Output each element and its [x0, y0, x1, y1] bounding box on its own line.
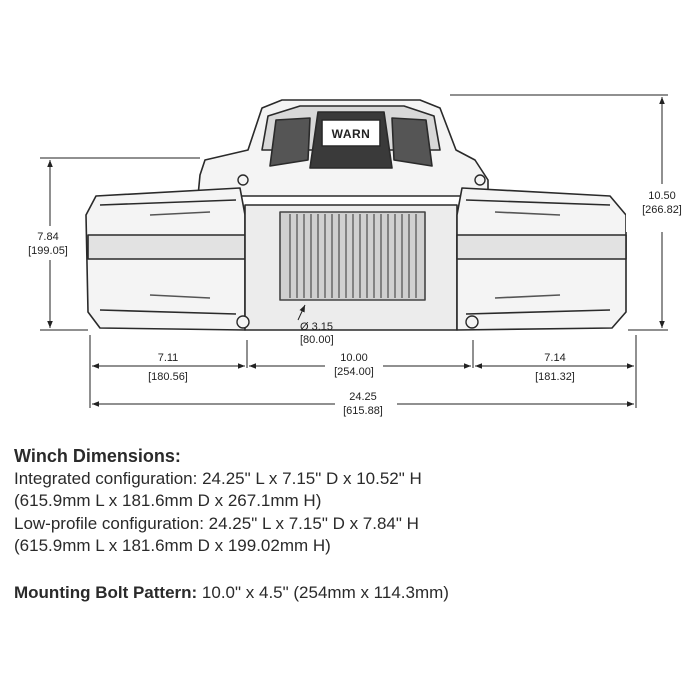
drum-diameter-in: Ø 3.15 — [300, 321, 333, 333]
drum-diameter-mm: [80.00] — [300, 334, 334, 346]
right-section-in: 7.14 — [544, 352, 565, 364]
winch-outline — [85, 99, 627, 331]
drum-cable-wraps — [289, 214, 417, 298]
integrated-height-in: 10.50 — [648, 190, 676, 202]
bolt-left-top — [237, 174, 249, 186]
left-section-in: 7.11 — [158, 352, 179, 364]
spec-line-integrated-mm: (615.9mm L x 181.6mm D x 267.1mm H) — [14, 491, 322, 510]
low-profile-height-mm: [199.05] — [28, 245, 68, 257]
bolt-left-bottom — [236, 315, 250, 329]
right-section-mm: [181.32] — [535, 371, 575, 383]
center-section-mm: [254.00] — [334, 366, 374, 378]
bolt-pattern: Mounting Bolt Pattern: 10.0" x 4.5" (254… — [14, 582, 694, 605]
drum-diameter-leader — [297, 304, 306, 321]
dimension-labels: 7.84 [199.05] 10.50 [266.82] Ø 3.15 [80.… — [28, 190, 682, 417]
low-profile-height-in: 7.84 — [37, 231, 58, 243]
integrated-height-mm: [266.82] — [642, 204, 682, 216]
left-section-mm: [180.56] — [148, 371, 188, 383]
spec-line-integrated: Integrated configuration: 24.25" L x 7.1… — [14, 468, 422, 488]
bolt-right-top — [474, 174, 486, 186]
center-section-in: 10.00 — [340, 352, 368, 364]
winch-specs: Winch Dimensions: Integrated configurati… — [14, 445, 694, 604]
bolt-pattern-label: Mounting Bolt Pattern: — [14, 582, 198, 602]
logo-plate — [321, 119, 381, 147]
warn-logo: WARN — [332, 127, 371, 141]
spec-line-low-profile-mm: (615.9mm L x 181.6mm D x 199.02mm H) — [14, 536, 331, 555]
bolt-pattern-value: 10.0" x 4.5" (254mm x 114.3mm) — [197, 582, 449, 602]
winch-dimension-drawing: WARN 7.84 [199.05] 10.50 [266.82] Ø 3.15… — [28, 94, 682, 417]
bolt-right-bottom — [465, 315, 479, 329]
spec-line-low-profile: Low-profile configuration: 24.25" L x 7.… — [14, 513, 419, 533]
overall-length-mm: [615.88] — [343, 405, 383, 417]
overall-length-in: 24.25 — [349, 391, 377, 403]
specs-heading: Winch Dimensions: — [14, 446, 181, 466]
mounting-bolts — [236, 174, 486, 329]
